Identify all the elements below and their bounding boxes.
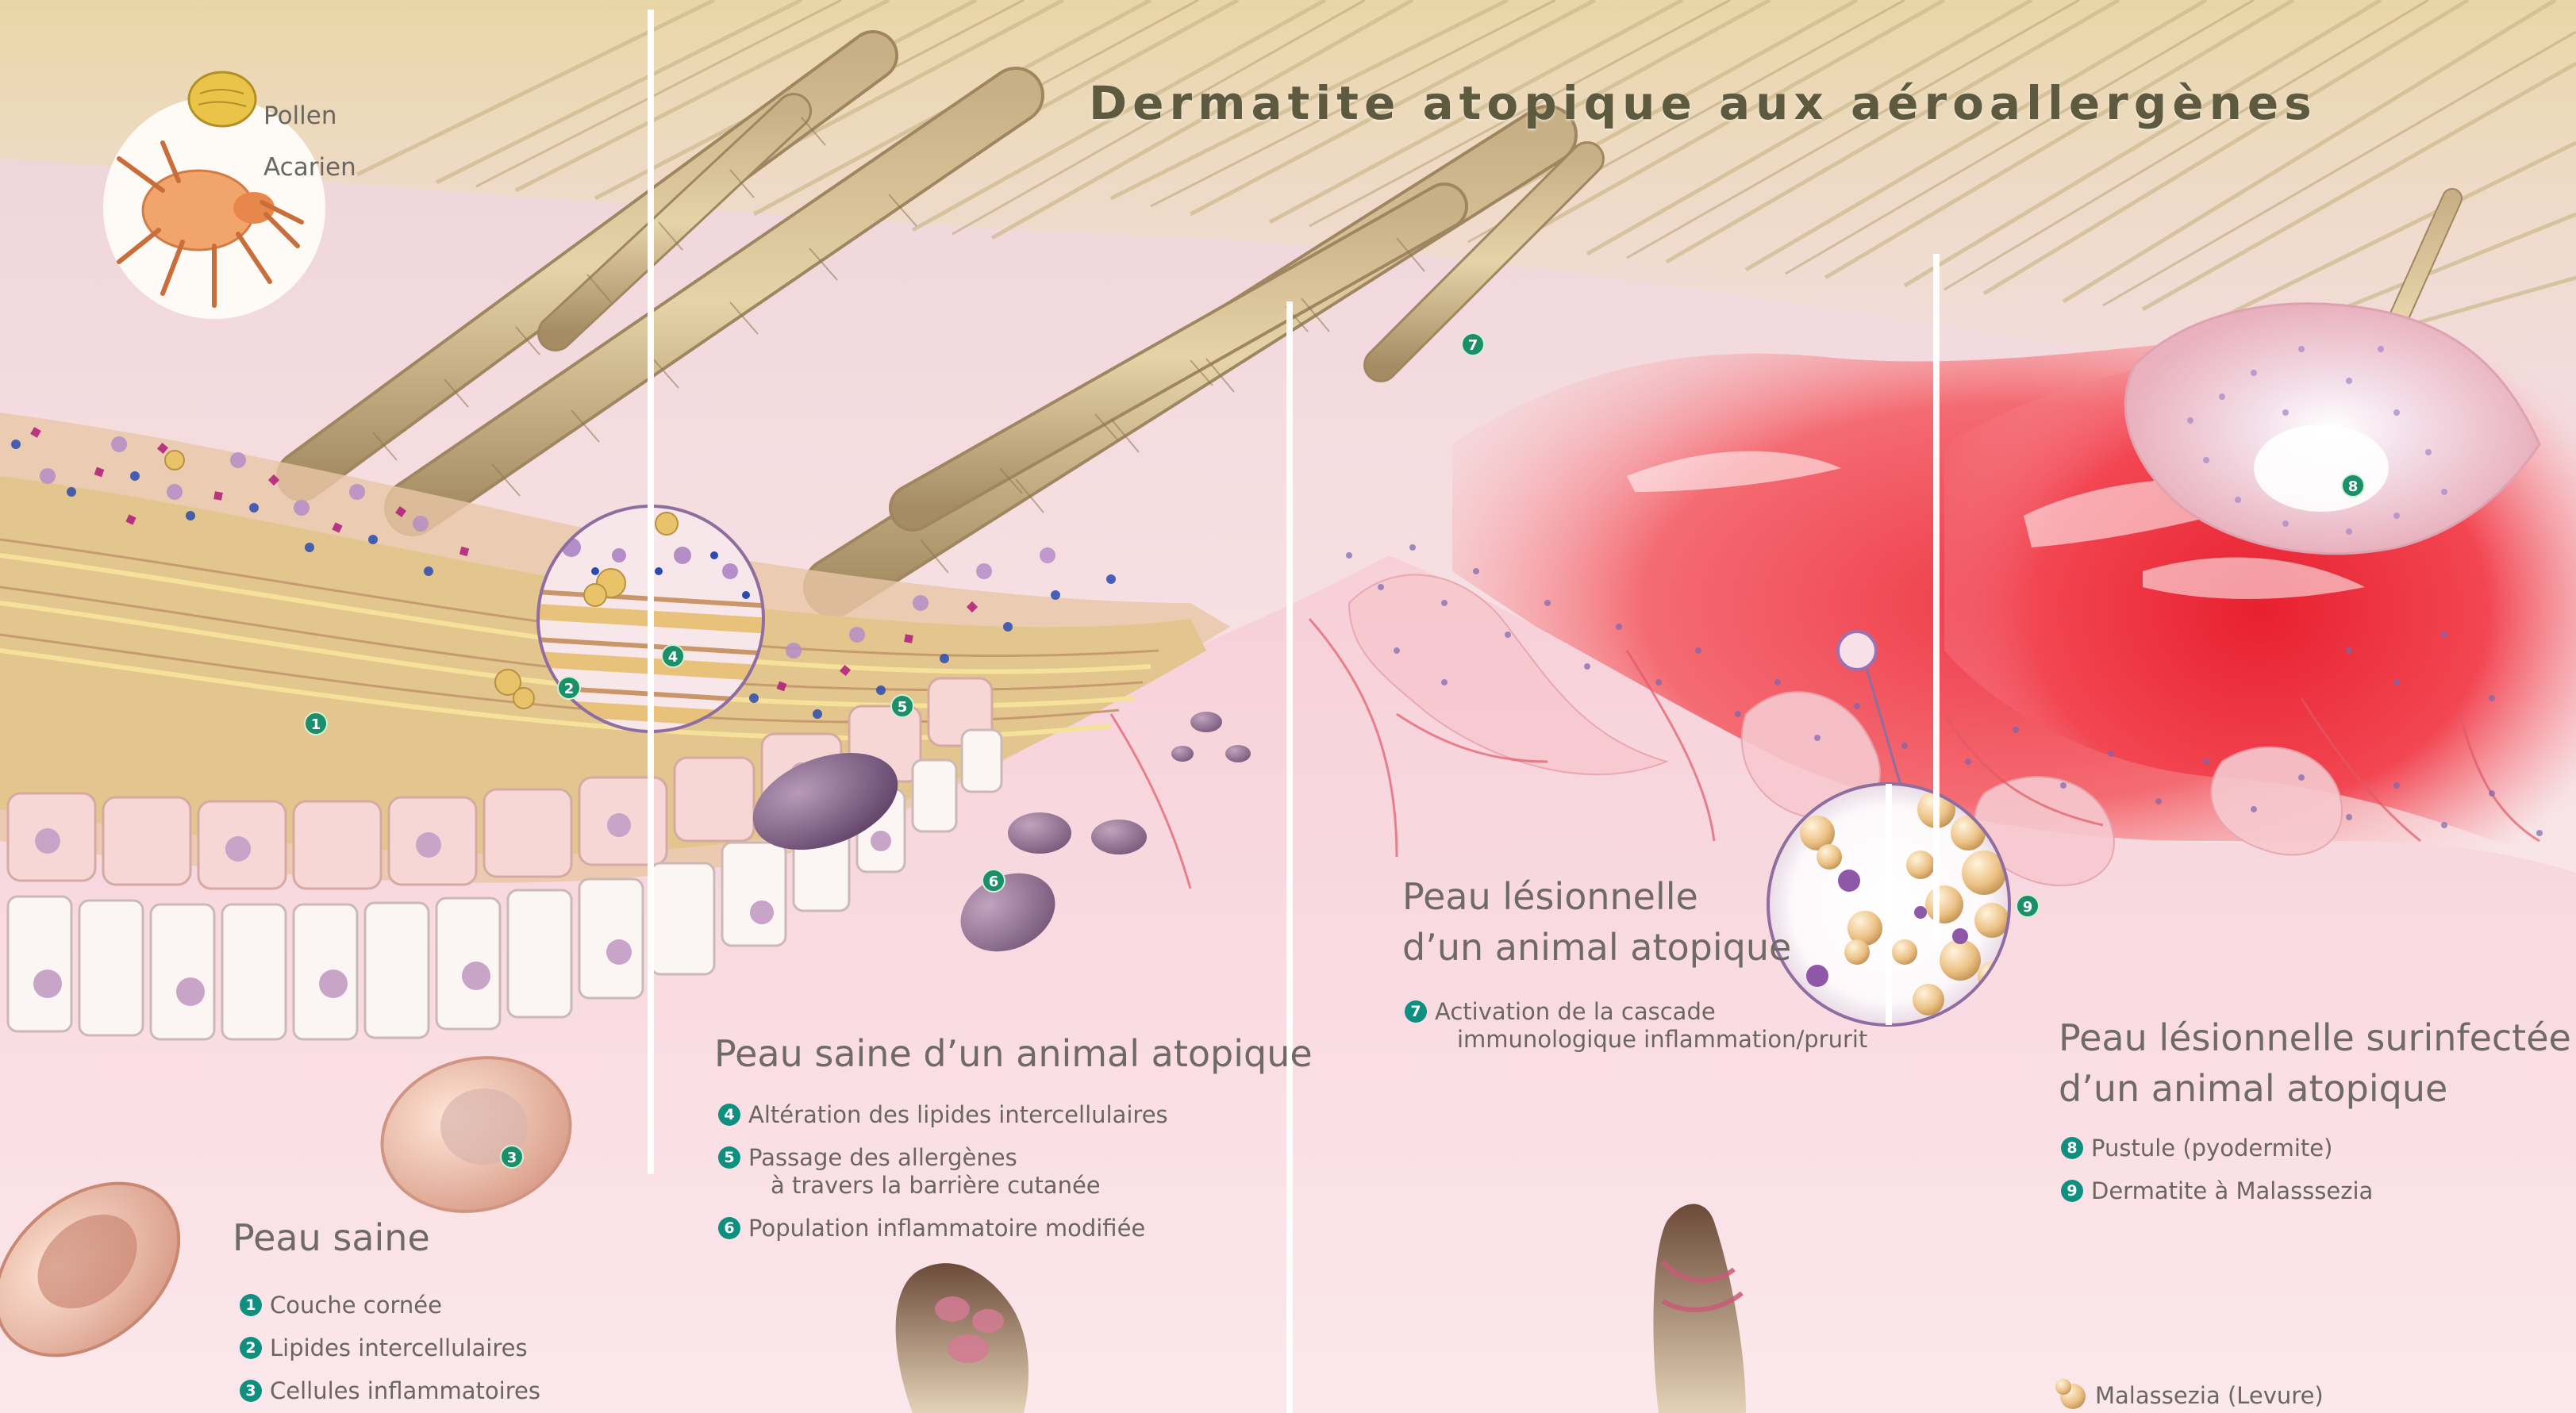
legend-item: 6 Population inflammatoire modifiée	[718, 1215, 1168, 1242]
legend-number-7: 7	[1405, 1000, 1427, 1023]
marker-3: 3	[500, 1145, 524, 1169]
legend-number-2: 2	[240, 1337, 262, 1359]
legend-item: 4 Altération des lipides intercellulaires	[718, 1101, 1168, 1129]
legend-number-6: 6	[718, 1217, 740, 1239]
legend-text: Altération des lipides intercellulaires	[748, 1101, 1168, 1129]
legend-number-3: 3	[240, 1380, 262, 1402]
legend-text: Cellules inflammatoires	[270, 1377, 540, 1405]
legend-item: 9 Dermatite à Malasssezia	[2061, 1177, 2373, 1205]
panel-4-title: Peau lésionnelle surinfectée d’un animal…	[2059, 1012, 2571, 1114]
legend-text-line2: immunologique inflammation/prurit	[1435, 1026, 1867, 1054]
legend-text: Dermatite à Malasssezia	[2091, 1177, 2373, 1205]
marker-5: 5	[890, 694, 914, 718]
marker-1: 1	[304, 712, 328, 735]
panel-2-title: Peau saine d’un animal atopique	[714, 1028, 1313, 1079]
malassezia-legend-label: Malassezia (Levure)	[2095, 1382, 2324, 1409]
panel-1-legend: 1 Couche cornée 2 Lipides intercellulaires…	[240, 1292, 540, 1413]
pollen-label: Pollen	[263, 102, 337, 130]
legend-text: Activation de la cascade	[1435, 998, 1867, 1026]
legend-number-1: 1	[240, 1294, 262, 1316]
panel-1-title: Peau saine	[233, 1212, 430, 1263]
figure-title: Dermatite atopique aux aéroallergènes	[1089, 76, 2317, 130]
marker-6: 6	[982, 869, 1005, 893]
mite-label: Acarien	[263, 153, 356, 182]
panel-4-title-line2: d’un animal atopique	[2059, 1063, 2571, 1114]
legend-number-5: 5	[718, 1146, 740, 1169]
legend-text: Population inflammatoire modifiée	[748, 1215, 1168, 1242]
legend-number-9: 9	[2061, 1180, 2083, 1202]
panel-3-title-line1: Peau lésionnelle	[1402, 871, 1791, 922]
legend-item: 8 Pustule (pyodermite)	[2061, 1135, 2373, 1162]
legend-item: 3 Cellules inflammatoires	[240, 1377, 540, 1405]
legend-number-8: 8	[2061, 1137, 2083, 1159]
panel-3-title: Peau lésionnelle d’un animal atopique	[1402, 871, 1791, 973]
panel-2-legend: 4 Altération des lipides intercellulaires…	[718, 1101, 1168, 1257]
legend-text: Couche cornée	[270, 1292, 540, 1319]
legend-text-line2: à travers la barrière cutanée	[748, 1172, 1168, 1200]
legend-item: 2 Lipides intercellulaires	[240, 1334, 540, 1362]
legend-text: Lipides intercellulaires	[270, 1334, 540, 1362]
legend-text: Pustule (pyodermite)	[2091, 1135, 2373, 1162]
marker-9: 9	[2016, 894, 2040, 918]
marker-8: 8	[2341, 474, 2365, 497]
panel-3-title-line2: d’un animal atopique	[1402, 922, 1791, 973]
legend-number-4: 4	[718, 1104, 740, 1126]
panel-4-title-line1: Peau lésionnelle surinfectée	[2059, 1012, 2571, 1063]
panel-4-legend: 8 Pustule (pyodermite) 9 Dermatite à Malas…	[2061, 1135, 2373, 1220]
marker-7: 7	[1461, 332, 1485, 356]
marker-2: 2	[557, 676, 581, 700]
legend-item: 1 Couche cornée	[240, 1292, 540, 1319]
marker-4: 4	[661, 644, 685, 668]
legend-text: Passage des allergènes	[748, 1144, 1168, 1172]
